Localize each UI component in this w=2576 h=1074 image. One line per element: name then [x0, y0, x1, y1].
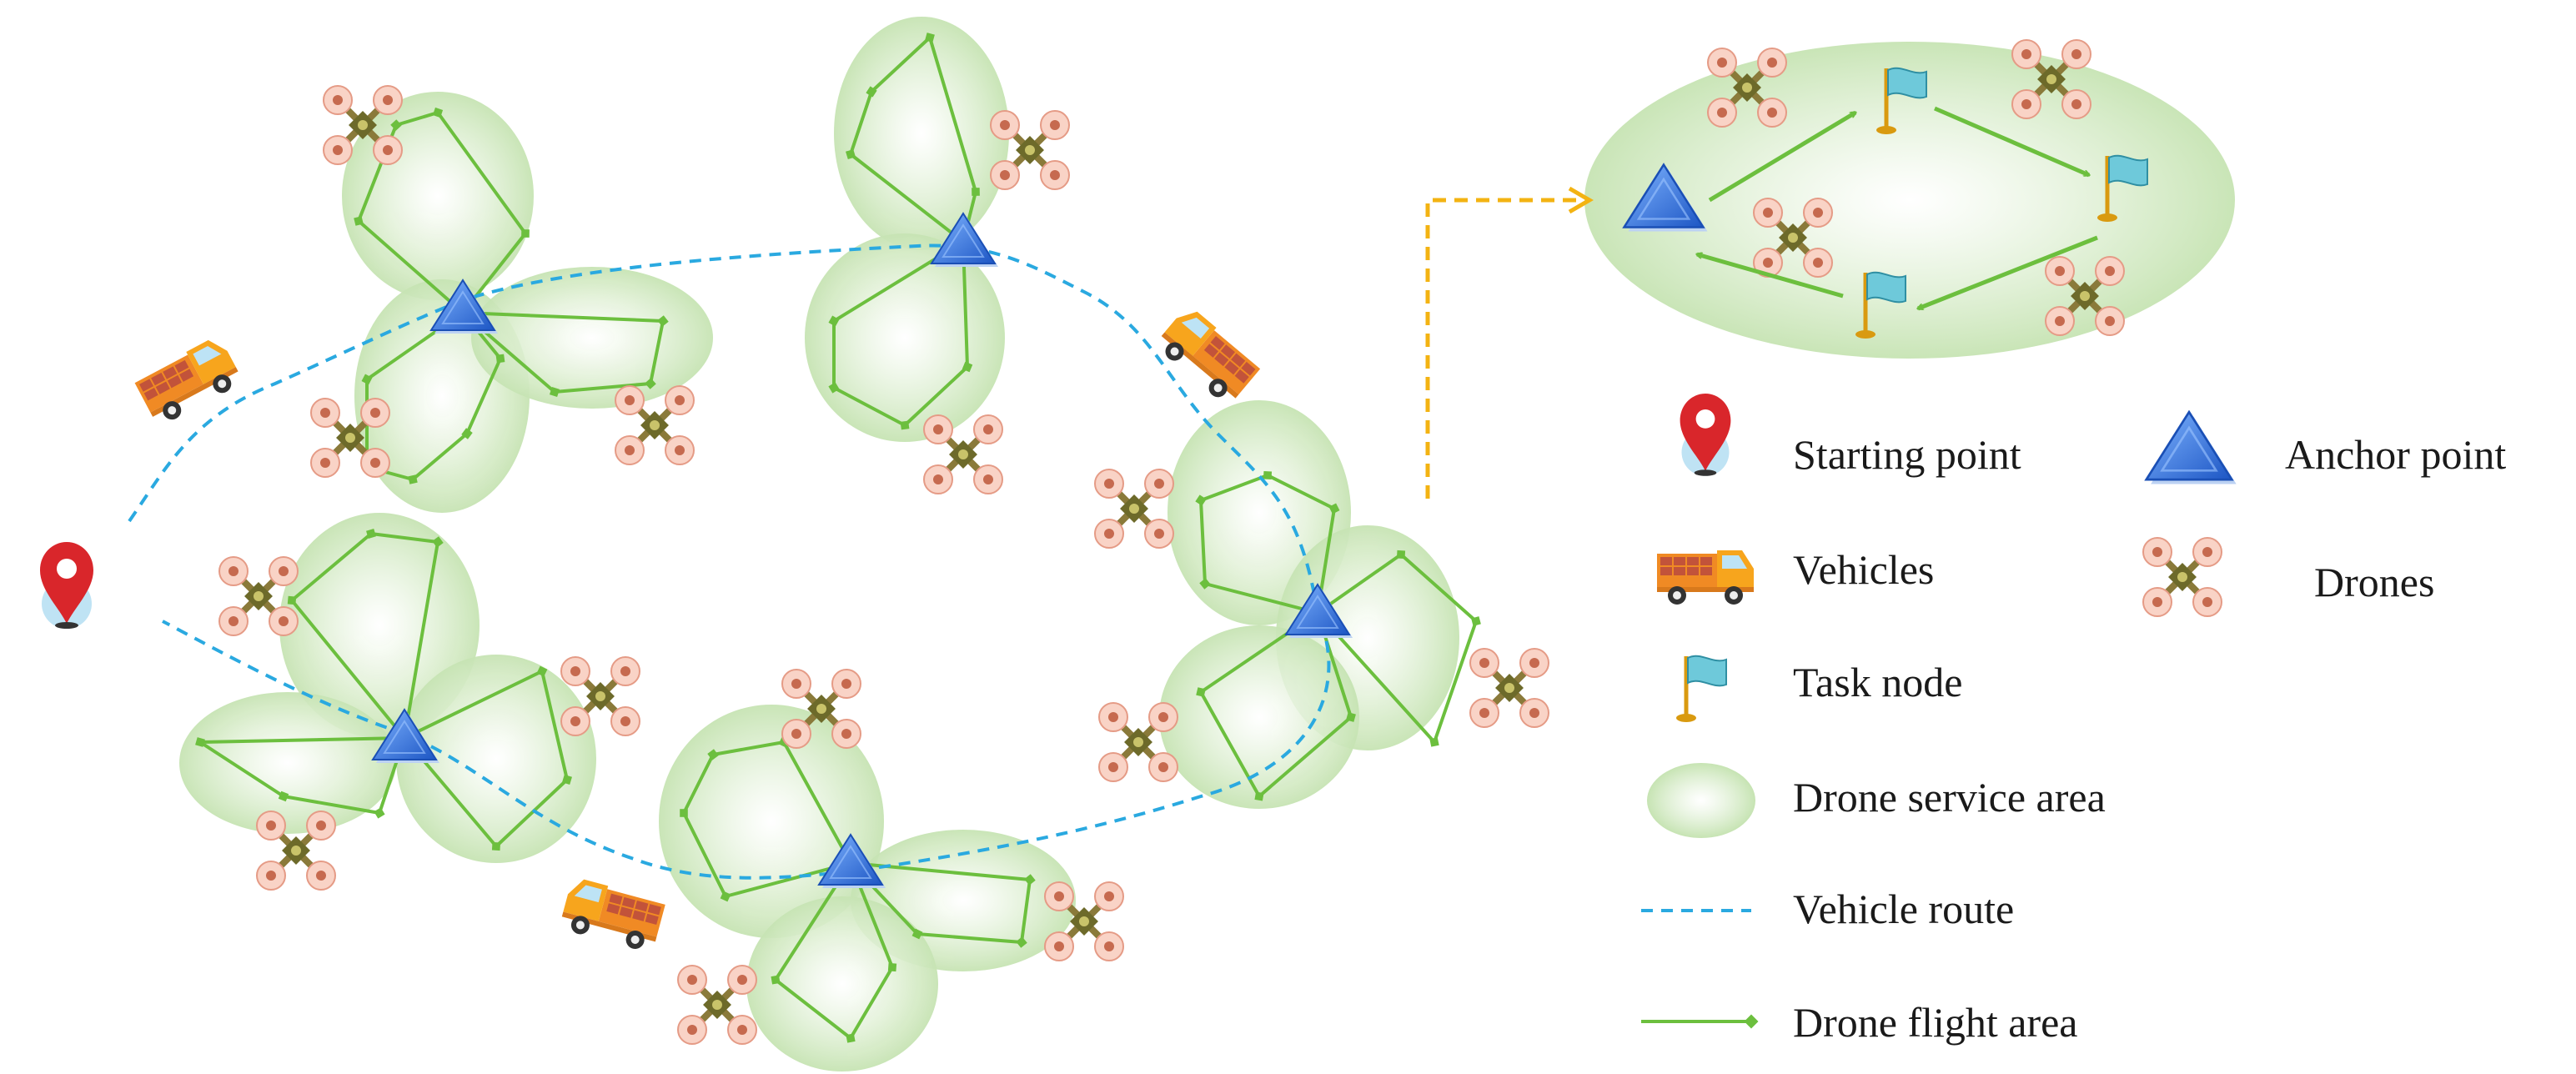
flight-path: [771, 861, 897, 1043]
drone-icon: [924, 415, 1002, 494]
drone-icon: [2143, 538, 2222, 616]
service-area: [834, 17, 1009, 250]
legend-drones: Drones: [2314, 559, 2434, 605]
legend-vehicles: Vehicles: [1793, 546, 1934, 593]
triangle-anchor-icon: [2145, 410, 2238, 485]
callout-arrow: [1425, 198, 1584, 499]
drone-icon: [1470, 649, 1549, 727]
drone-icon: [678, 966, 756, 1044]
service-area: [746, 896, 938, 1071]
legend-service-area: Drone service area: [1793, 774, 2106, 821]
flight-path: [1196, 611, 1356, 801]
legend-service-area-swatch: [1647, 763, 1755, 838]
service-area: [179, 692, 396, 834]
truck-icon: [1153, 304, 1263, 409]
flight-path: [403, 665, 572, 851]
flight-arrow: [1934, 106, 2089, 178]
location-pin-icon: [40, 542, 93, 629]
legend-anchor-point: Anchor point: [2285, 431, 2506, 478]
inset-detail: [1623, 68, 2148, 339]
location-pin-icon: [1680, 394, 1731, 476]
flight-arrow: [1708, 110, 1855, 203]
flight-arrow: [1918, 235, 2098, 311]
flight-path: [461, 311, 669, 398]
flag-icon: [1676, 656, 1726, 722]
legend-flight-area: Drone flight area: [1793, 999, 2078, 1046]
truck-icon: [558, 876, 666, 954]
legend-starting-point: Starting point: [1793, 431, 2021, 478]
legend-flight-marker: [1744, 1014, 1759, 1029]
flight-path: [1316, 550, 1481, 747]
truck-icon: [133, 334, 244, 429]
flight-arrow: [1697, 254, 1844, 299]
flight-paths: [195, 33, 1481, 1043]
flight-path: [195, 736, 406, 819]
flight-path: [287, 529, 444, 740]
flight-path: [849, 861, 1036, 948]
flight-path: [828, 240, 973, 430]
flight-path: [680, 736, 852, 902]
drone-icon: [1095, 469, 1173, 548]
callout-arrowhead: [1568, 186, 1594, 214]
truck-icon: [1657, 550, 1754, 605]
flight-path: [846, 33, 980, 243]
legend-vehicle-route: Vehicle route: [1793, 886, 2014, 932]
legend: Starting point Anchor point Vehicles Dro…: [1641, 394, 2506, 1046]
flight-path: [354, 107, 530, 319]
flight-path: [361, 311, 505, 484]
flight-path: [1195, 470, 1340, 615]
legend-task-node: Task node: [1793, 659, 1962, 705]
